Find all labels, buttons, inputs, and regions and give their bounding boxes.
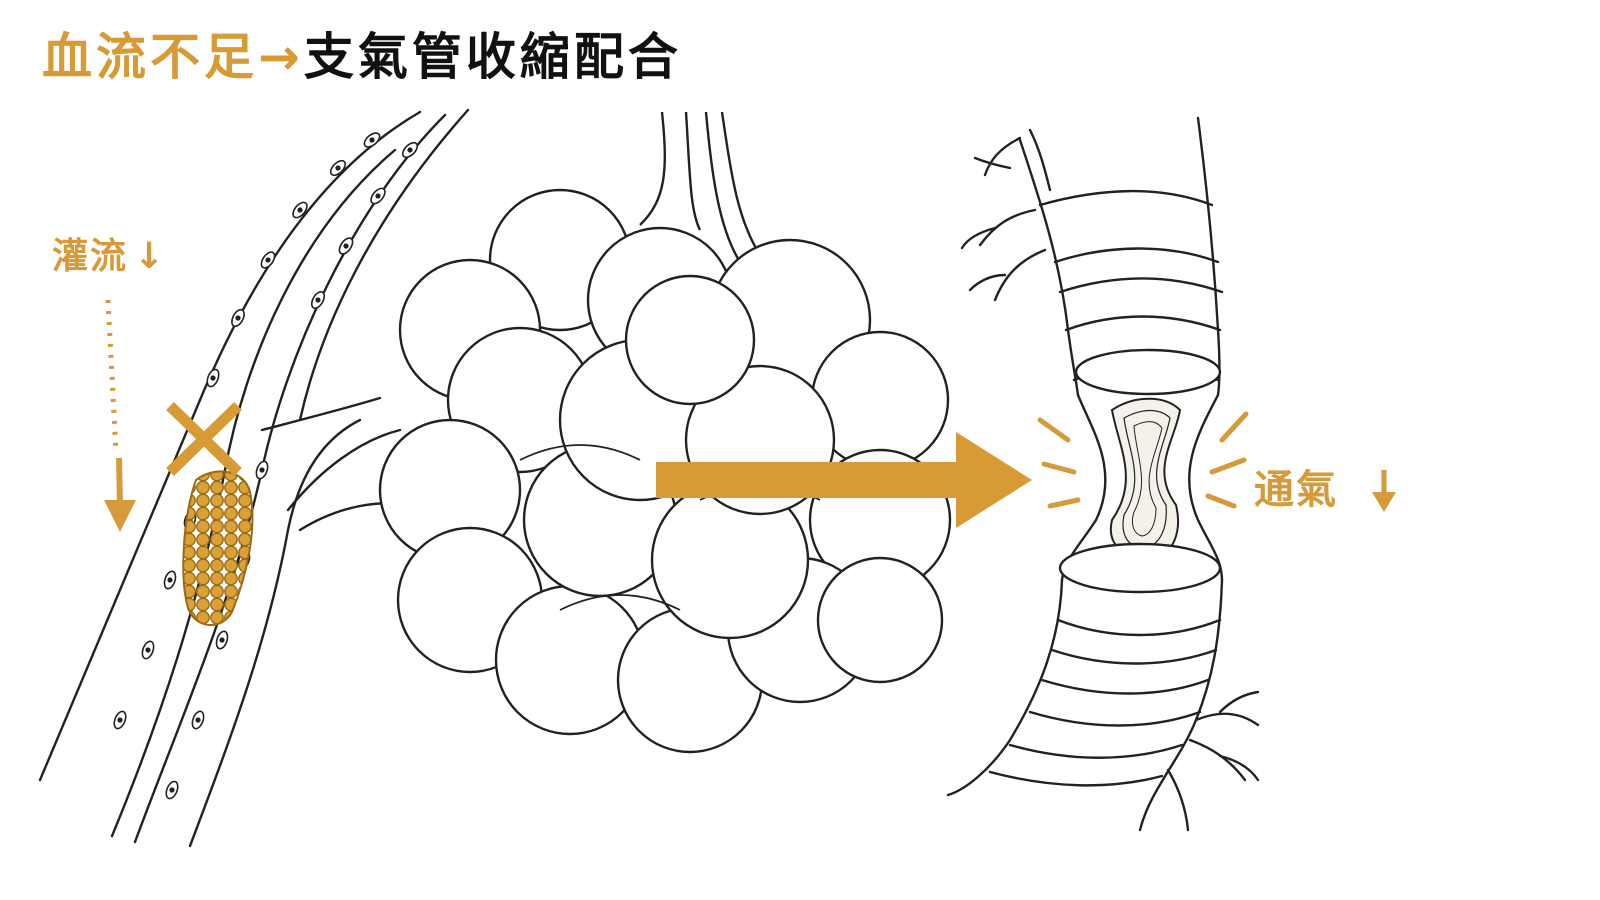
perfusion-dotted-arrow-icon — [104, 299, 136, 532]
ventilation-text: 通氣 — [1254, 467, 1338, 513]
vessel-cells — [113, 132, 419, 800]
constriction-rays — [1037, 411, 1249, 509]
title-part-blood-flow: 血流不足 — [42, 28, 258, 86]
page-title: 血流不足→支氣管收縮配合 — [42, 22, 682, 92]
perfusion-label: 灌流↓ — [52, 232, 166, 282]
title-arrow: → — [258, 28, 304, 86]
bronchus — [946, 116, 1260, 832]
cross-mark-icon — [166, 402, 242, 476]
ventilation-label: 通氣 — [1254, 462, 1338, 518]
perfusion-down-arrow-icon: ↓ — [134, 236, 167, 277]
alveoli-cluster — [378, 111, 952, 754]
blood-clot — [182, 470, 254, 626]
big-right-arrow-icon — [656, 432, 1032, 528]
perfusion-text: 灌流 — [52, 236, 129, 277]
ventilation-down-arrow-icon — [1372, 470, 1396, 512]
title-part-bronchoconstriction: 支氣管收縮配合 — [303, 28, 682, 86]
